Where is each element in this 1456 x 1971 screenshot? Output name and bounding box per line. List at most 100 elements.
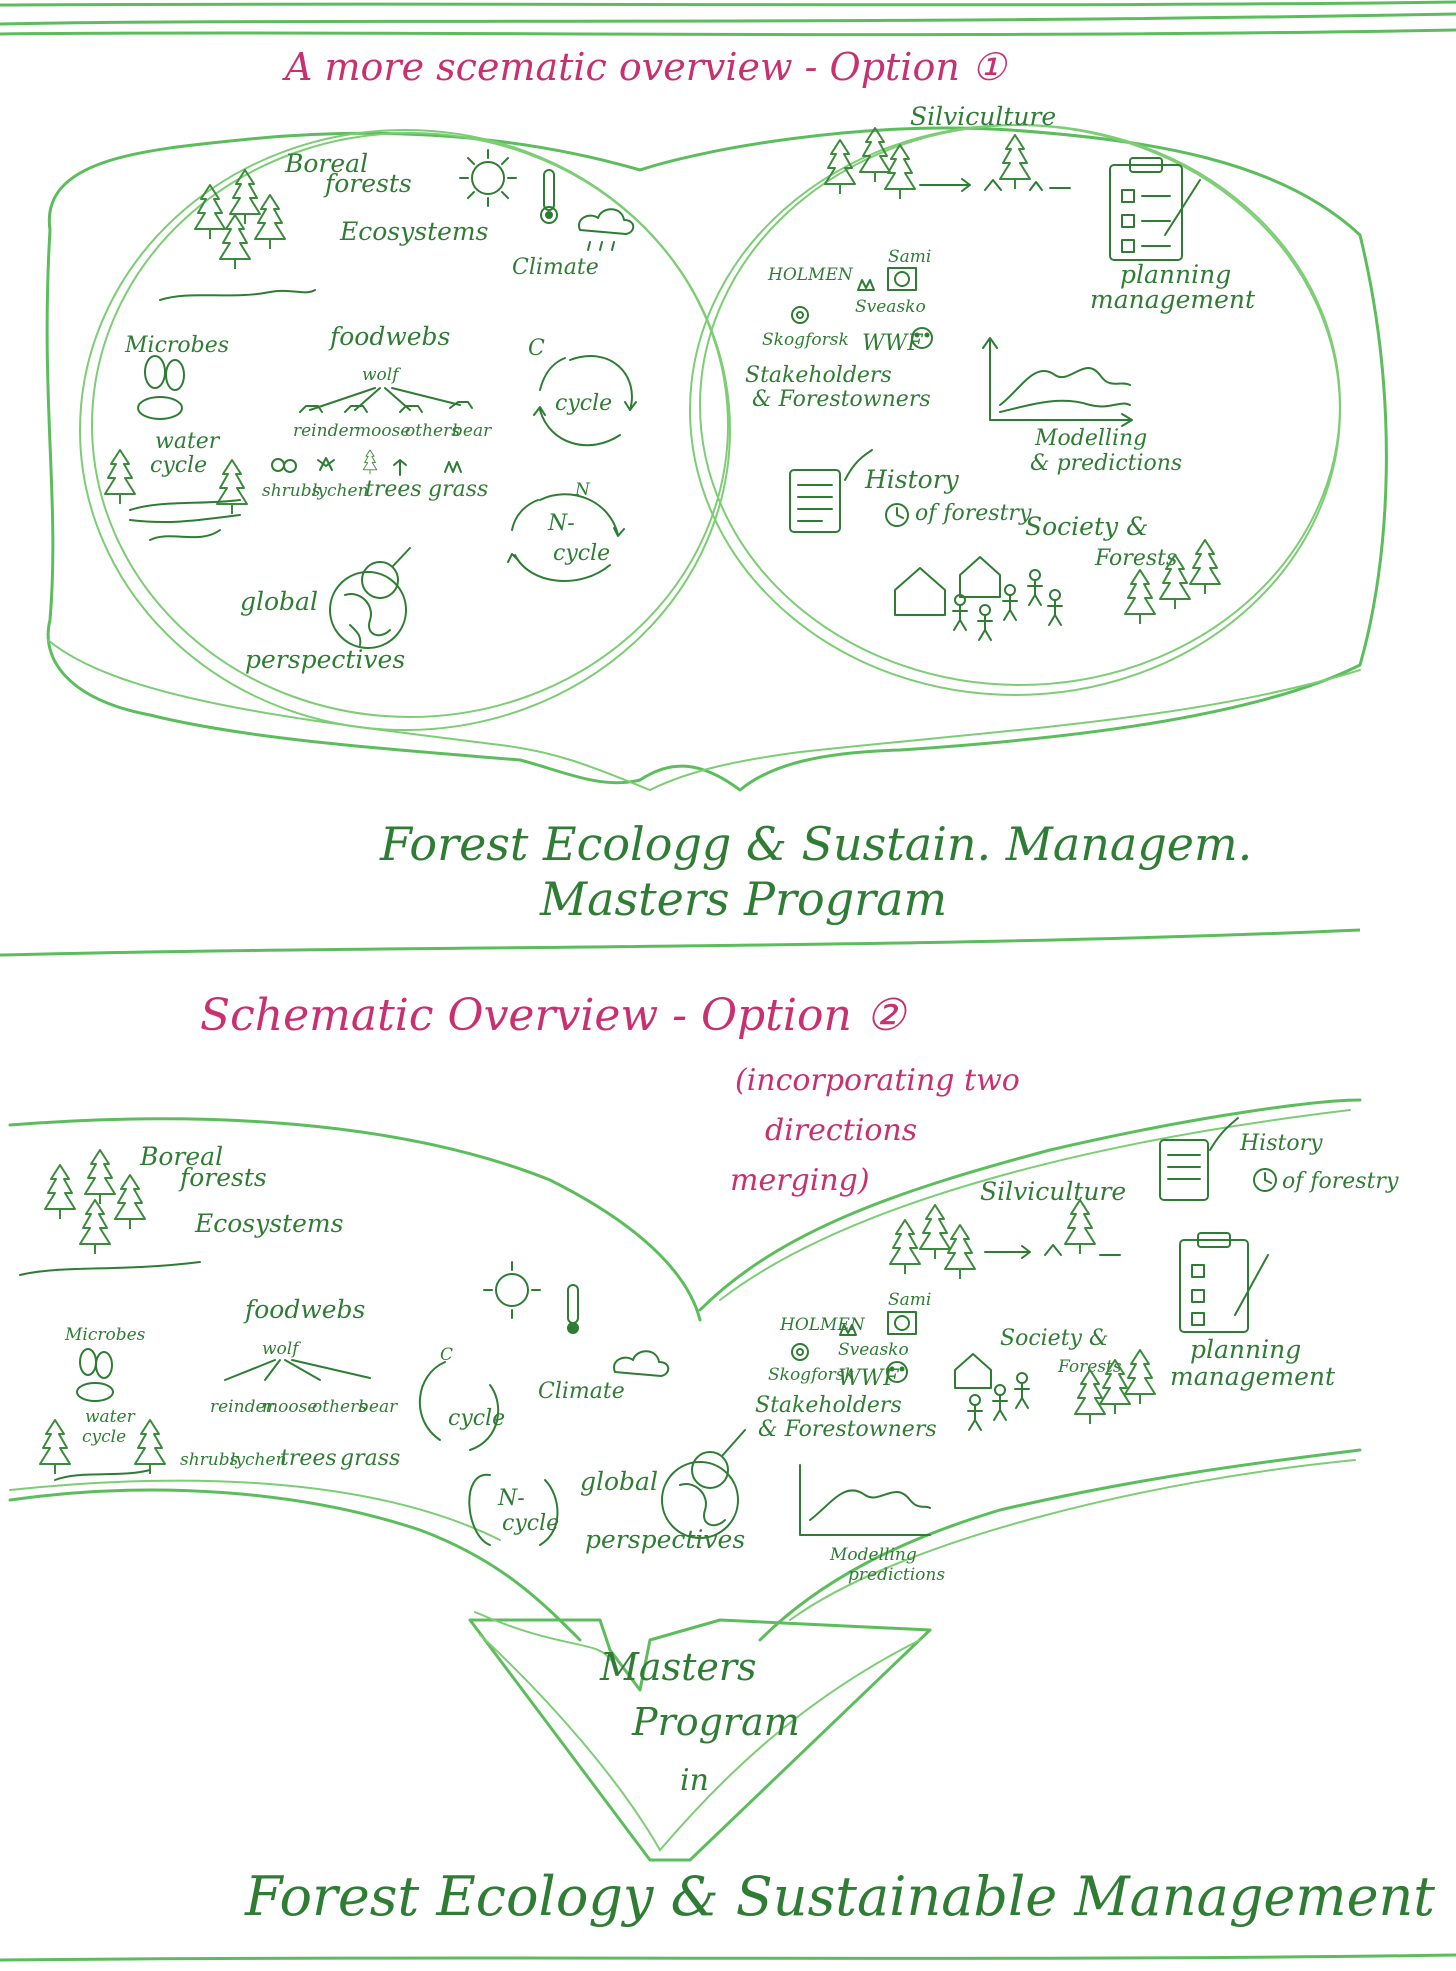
option2-c-letter: C [440,1345,453,1365]
option2-silviculture-icon [890,1200,1120,1279]
option2-note-line1: (incorporating two [735,1063,1020,1098]
option1-modelling-graph-icon [983,338,1132,426]
option2-perspectives-label: perspectives [585,1525,745,1554]
option2-arrow-in: in [680,1763,709,1798]
option1-heading: A more scematic overview - Option ① [282,45,1008,89]
option2-note-line3: merging) [730,1163,870,1198]
option1-modelling-label: Modelling [1034,426,1147,451]
option2-sami-flag-icon [888,1312,916,1334]
option1-sami-label: Sami [888,247,931,267]
option2-n-label: N- [497,1486,525,1511]
option2-forestry-label: of forestry [1282,1169,1399,1194]
option1-sun-icon [460,150,516,206]
option2-scroll-icon [1160,1118,1238,1200]
option1-cloud-icon [579,209,633,250]
option1-water-cycle-label: cycle [150,453,207,478]
option1-footer-line1: Forest Ecologg & Sustain. Managem. [379,817,1252,871]
option1-microbes-icon [138,356,184,419]
option2-thermometer-icon [567,1285,579,1334]
option1-n-label: N- [547,511,575,536]
option2-modelling-graph-icon [800,1465,930,1535]
option1-animal-reinder: reinder [293,421,358,441]
option2-globe-icon [662,1430,745,1538]
option2-society-people-icon [955,1354,1029,1430]
option2-society-label: Society & [1000,1326,1109,1351]
option2-animal-bear: bear [358,1397,398,1417]
option1-foodweb-diagram [300,388,472,412]
option2-animal-moose: moose [262,1397,317,1417]
option1-n-cycle-label: cycle [553,541,610,566]
option1-skogforsk-label: Skogforsk [762,330,849,350]
option2-cloud-icon [614,1351,668,1376]
option2-global-label: global [580,1467,658,1496]
option1-foodwebs-label: foodwebs [328,322,450,351]
option1-global-label: global [240,587,318,616]
option1-sveasko-label: Sveasko [855,297,926,317]
option1-stakeholders-label: Stakeholders [745,363,892,388]
option1-skogforsk-icon [792,307,808,323]
option1-microbes-label: Microbes [124,333,229,358]
option1-silviculture-icon [825,128,1070,199]
option1-forestowners-label: & Forestowners [752,387,931,412]
middle-divider [0,930,1360,955]
option2-wolf-label: wolf [262,1339,301,1359]
option1-climate-label: Climate [512,255,599,280]
option2-note-line2: directions [765,1113,917,1148]
option1-water-label: water [155,429,221,454]
option2-microbes-label: Microbes [64,1325,146,1345]
option2-history-label: History [1239,1131,1323,1156]
option1-c-cycle-label: cycle [555,391,612,416]
option1-silviculture-label: Silviculture [910,102,1056,131]
option2-arrow-masters: Masters [599,1645,757,1689]
option2-forestowners-label: & Forestowners [758,1417,937,1442]
option1-sveasko-crown-icon [858,280,874,290]
option2-plant-grass: grass [340,1446,400,1471]
option1-scroll-icon [790,450,872,532]
option2-foodweb-diagram [225,1360,370,1380]
option1-clock-icon [886,504,908,526]
option1-forests-society-label: Forests [1094,546,1177,571]
option2-forests-society-label: Forests [1057,1357,1122,1377]
option1-animal-bear: bear [452,421,492,441]
option2-management-label: management [1170,1362,1336,1391]
option1-c-letter: C [528,336,545,361]
option1-perspectives-label: perspectives [245,645,405,674]
option1-plant-lychen: lychen [312,481,369,501]
option2-water-label: water [85,1407,136,1427]
option1-plants-icons [272,450,461,475]
option1-predictions-label: & predictions [1030,451,1182,476]
option1-management-label: management [1090,285,1256,314]
option1-boreal-forests-icon [160,170,315,300]
option1-society-people-icon [895,557,1062,640]
option1-forests-label: forests [323,169,412,198]
option1-frame [47,128,1386,790]
option2-modelling-label: Modelling [829,1545,917,1565]
option2-footer: Forest Ecology & Sustainable Management [244,1865,1435,1928]
option1-thermometer-icon [541,170,557,223]
option2-stakeholders-label: Stakeholders [755,1393,902,1418]
option1-n-letter: N [574,480,591,500]
option1-sami-flag-icon [888,268,916,290]
option2-climate-label: Climate [538,1379,625,1404]
option2-plant-lychen: lychen [230,1450,287,1470]
option2-heading: Schematic Overview - Option ② [200,990,908,1041]
option1-animal-moose: moose [355,421,410,441]
option1-plant-grass: grass [428,477,488,502]
option2-clipboard-icon [1180,1233,1268,1332]
option2-planning-label: planning [1190,1335,1301,1364]
option1-society-label: Society & [1025,512,1148,541]
option1-n-cycle-icon [508,494,624,581]
option2-sveasko-label: Sveasko [838,1340,909,1360]
option2-silviculture-label: Silviculture [980,1177,1126,1206]
option1-clipboard-icon [1110,158,1200,260]
option2-ecosystems-label: Ecosystems [194,1209,343,1238]
option2-n-cycle-label: cycle [502,1511,559,1536]
option1-forestry-label: of forestry [915,501,1032,526]
option2-water-cycle-label: cycle [82,1427,126,1447]
option1-ecosystems-label: Ecosystems [339,217,488,246]
option1-plant-trees: trees [365,477,422,502]
option1-wolf-label: wolf [362,365,401,385]
option2-microbes-icon [77,1349,113,1401]
option1-holmen-label: HOLMEN [767,265,854,285]
option1-footer-line2: Masters Program [539,872,947,926]
